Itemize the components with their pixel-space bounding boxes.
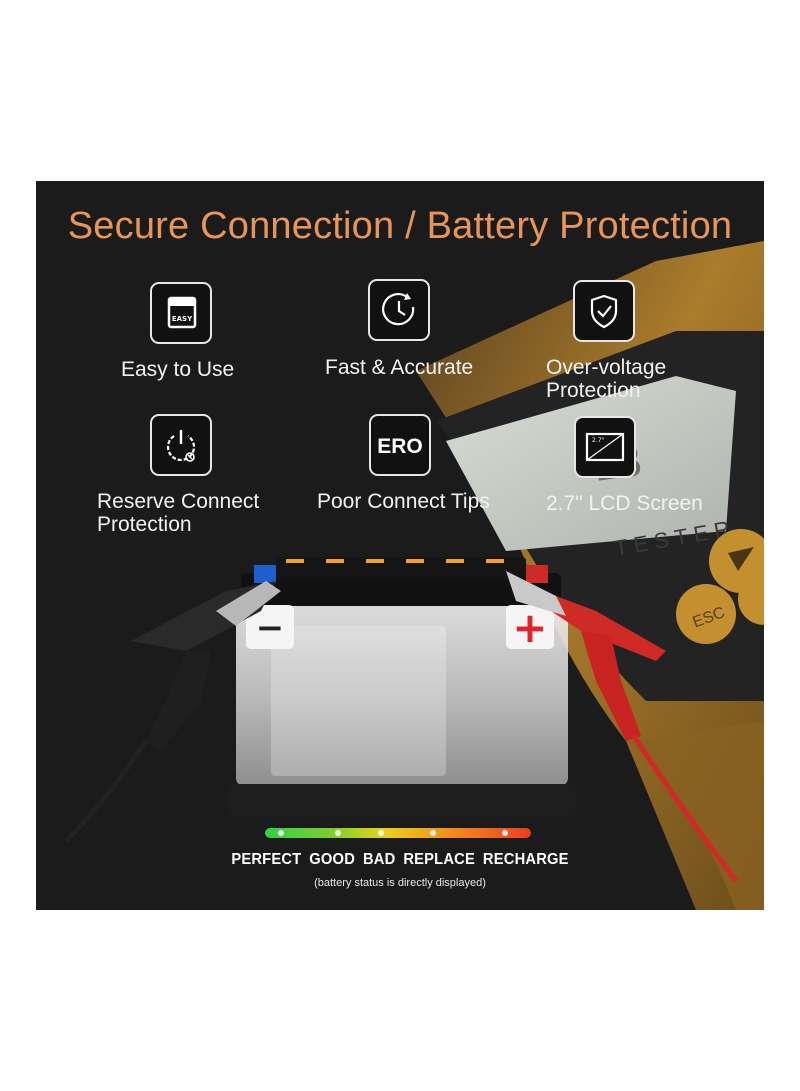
positive-sign: +: [512, 603, 547, 652]
feature-label-lcd: 2.7" LCD Screen: [546, 492, 703, 515]
status-dot-perfect: [278, 830, 284, 836]
easy-box-icon: EASY: [150, 282, 212, 344]
page-title: Secure Connection / Battery Protection: [67, 205, 733, 247]
feature-label-fast: Fast & Accurate: [325, 356, 474, 379]
power-icon: [150, 414, 212, 476]
battery-status-bar: [265, 828, 531, 838]
svg-text:2.7": 2.7": [592, 437, 605, 444]
shield-check-icon: [573, 280, 635, 342]
status-dot-bad: [378, 830, 384, 836]
battery-status-note: (battery status is directly displayed): [314, 877, 486, 889]
feature-label-poor-connect: Poor Connect Tips: [317, 490, 490, 513]
clock-icon: [368, 279, 430, 341]
battery-tester-device: 28 TESTER ESC − +: [64, 241, 764, 910]
product-panel: 28 TESTER ESC − +: [36, 181, 764, 910]
svg-text:ERO: ERO: [377, 435, 423, 458]
feature-label-reserve: Reserve Connect Protection: [97, 490, 260, 536]
lcd-screen-icon: 2.7": [574, 416, 636, 478]
feature-label-easy: Easy to Use: [121, 358, 235, 381]
error-code-icon: ERO: [369, 414, 431, 476]
status-dot-replace: [430, 830, 436, 836]
negative-sign: −: [256, 608, 285, 648]
status-dot-good: [335, 830, 341, 836]
feature-label-overvoltage: Over-voltage Protection: [546, 356, 667, 402]
battery-status-labels: PERFECT GOOD BAD REPLACE RECHARGE: [231, 851, 569, 868]
svg-text:EASY: EASY: [172, 315, 193, 323]
status-dot-recharge: [502, 830, 508, 836]
